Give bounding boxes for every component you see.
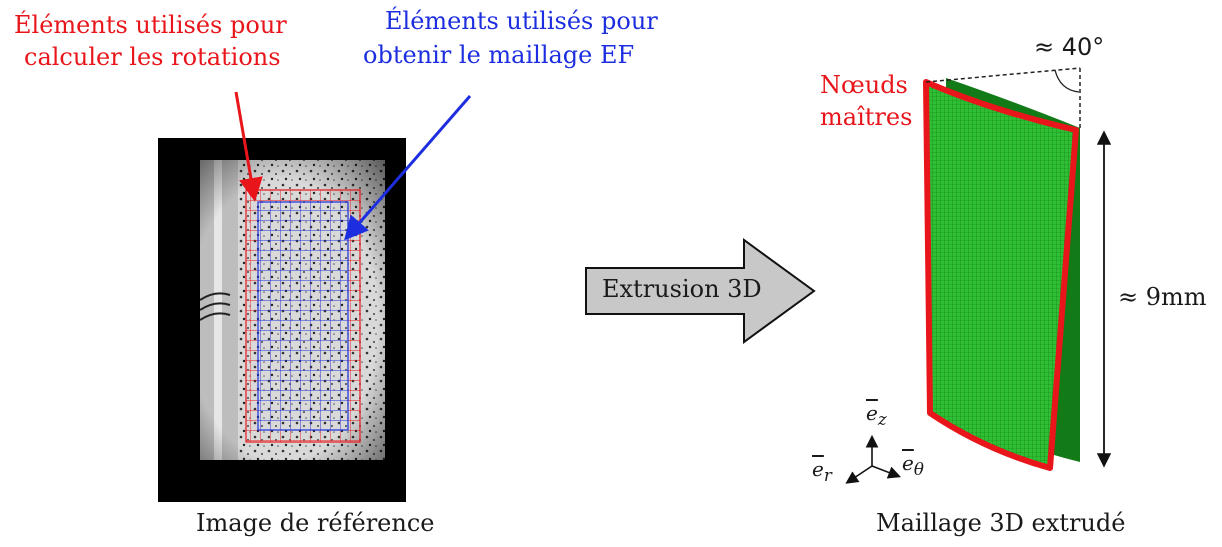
axis-theta-arrow bbox=[871, 465, 901, 479]
extrusion-arrow bbox=[585, 238, 816, 344]
angle-label: ≈ 40° bbox=[1034, 33, 1105, 61]
reference-image-caption: Image de référence bbox=[196, 509, 435, 537]
axis-z-subscript: z bbox=[877, 410, 887, 429]
angle-arc bbox=[1054, 69, 1080, 93]
angle-dashed-line bbox=[925, 67, 1081, 83]
axis-r-symbol: e bbox=[812, 457, 824, 481]
axis-r-label: er bbox=[812, 457, 832, 486]
red-label-line1: Éléments utilisés pour bbox=[14, 11, 287, 39]
blue-element-mesh bbox=[257, 201, 349, 431]
axis-z-label: ez bbox=[866, 401, 887, 430]
master-nodes-line2: maîtres bbox=[820, 103, 913, 131]
axis-theta-subscript: θ bbox=[913, 460, 924, 479]
extruded-mesh bbox=[923, 78, 1080, 471]
blue-label-line1: Éléments utilisés pour bbox=[385, 7, 658, 35]
extruded-mesh-caption: Maillage 3D extrudé bbox=[876, 509, 1126, 537]
axis-r-arrow bbox=[845, 465, 873, 484]
master-nodes-line1: Nœuds bbox=[820, 71, 908, 99]
height-label: ≈ 9mm bbox=[1118, 283, 1207, 311]
axis-z-symbol: e bbox=[866, 401, 878, 425]
blue-label-line2: obtenir le maillage EF bbox=[363, 41, 635, 69]
red-label-line2: calculer les rotations bbox=[24, 43, 281, 71]
axis-theta-symbol: e bbox=[902, 451, 914, 475]
red-pointer-arrow bbox=[234, 91, 263, 202]
extrusion-label: Extrusion 3D bbox=[602, 275, 762, 303]
blue-pointer-arrow bbox=[344, 95, 472, 241]
axis-r-subscript: r bbox=[823, 466, 832, 485]
axis-theta-label: eθ bbox=[902, 451, 924, 480]
